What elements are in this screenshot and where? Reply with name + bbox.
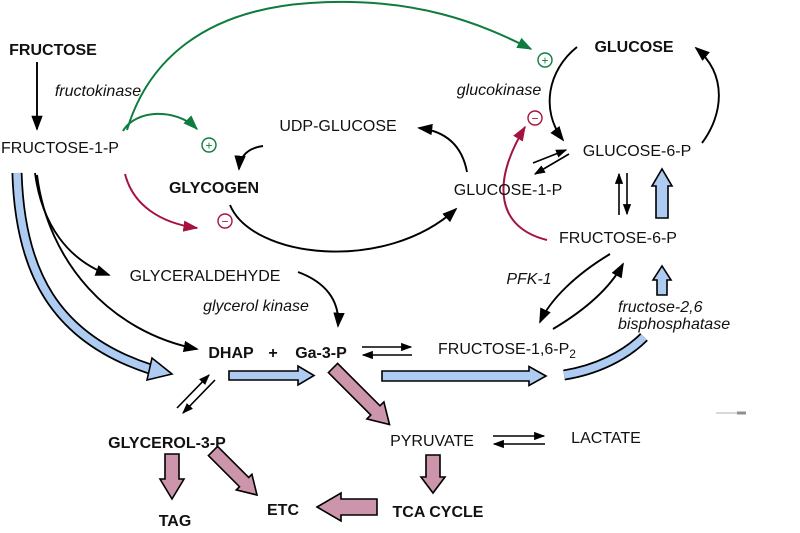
metabolite-fructose-1-p: FRUCTOSE-1-P xyxy=(1,140,119,157)
flux-arrow-f6p-to-g6p xyxy=(650,167,674,219)
metabolite-fructose-6-p: FRUCTOSE-6-P xyxy=(559,230,677,247)
metabolite-glucose: GLUCOSE xyxy=(594,39,673,56)
equilibrium-ga3p-f16p2 xyxy=(361,342,413,360)
equilibrium-pyruvate-lactate xyxy=(492,431,546,449)
metabolite-etc: ETC xyxy=(267,502,299,519)
svg-text:+: + xyxy=(541,54,548,68)
flux-arrow-triose-to-f16p2 xyxy=(381,365,548,387)
activation-symbol-glucokinase: + xyxy=(537,52,553,68)
metabolite-udp-glucose: UDP-GLUCOSE xyxy=(279,118,396,135)
metabolite-glycogen: GLYCOGEN xyxy=(169,180,259,197)
flux-arrow-ga3p-to-pyruvate xyxy=(327,362,391,426)
inhibition-arrow-f1p-to-glycogenolysis xyxy=(124,173,199,232)
metabolite-glucose-1-p: GLUCOSE-1-P xyxy=(454,182,562,199)
arrow-fructose1p-to-dhap xyxy=(36,174,199,353)
inhibition-symbol-glycogenolysis: − xyxy=(217,213,233,229)
plus-sign: + xyxy=(268,345,277,362)
arrow-f16p2-to-f6p xyxy=(552,262,624,330)
arrow-glycogen-to-glucose1p xyxy=(229,204,458,253)
svg-text:−: − xyxy=(531,112,538,126)
equilibrium-glucose6p-fructose6p xyxy=(614,172,632,216)
flux-arrow-pyruvate-to-tca xyxy=(419,454,447,495)
enzyme-f26bp-line2: bisphosphatase xyxy=(618,316,730,333)
metabolite-glucose-6-p: GLUCOSE-6-P xyxy=(583,143,691,160)
metabolite-lactate: LACTATE xyxy=(571,430,641,447)
enzyme-fructokinase: fructokinase xyxy=(55,83,141,100)
arrow-glucose1p-to-udpglucose xyxy=(417,123,468,173)
arrow-f6p-to-f16p2-pfk1 xyxy=(539,253,611,324)
metabolite-glyceraldehyde: GLYCERALDEHYDE xyxy=(130,268,281,285)
equilibrium-glucose1p-glucose6p xyxy=(532,149,570,175)
inhibition-symbol-glucokinase: − xyxy=(527,110,543,126)
arrow-glyceraldehyde-to-ga3p xyxy=(297,271,345,328)
metabolite-pyruvate: PYRUVATE xyxy=(390,433,474,450)
metabolite-tag: TAG xyxy=(159,513,192,530)
enzyme-glucokinase: glucokinase xyxy=(457,82,542,99)
metabolite-fructose: FRUCTOSE xyxy=(9,42,97,59)
flux-arrow-glycerol3p-to-etc xyxy=(207,445,259,497)
flux-band-f16p2-up xyxy=(563,333,648,381)
arrow-fructose1p-to-glyceraldehyde xyxy=(34,172,111,276)
flux-arrow-glycerol3p-to-tag xyxy=(158,453,186,501)
flux-arrow-dhap-to-ga3p xyxy=(228,364,316,387)
equilibrium-dhap-glycerol3p xyxy=(176,374,216,414)
inhibition-arrow-f6p-to-glucokinase xyxy=(502,125,548,241)
metabolite-tca-cycle: TCA CYCLE xyxy=(393,504,484,521)
metabolite-ga-3-p: Ga-3-P xyxy=(295,345,347,362)
enzyme-pfk-1: PFK-1 xyxy=(506,271,551,288)
metabolite-glycerol-3-p: GLYCEROL-3-P xyxy=(108,435,226,452)
activation-symbol-glycogen: + xyxy=(201,137,217,153)
metabolite-dhap: DHAP xyxy=(208,345,254,362)
activation-arrow-f1p-to-glucokinase xyxy=(126,0,533,131)
flux-arrow-up-to-f6p xyxy=(651,264,673,296)
flux-arrow-tca-to-etc xyxy=(315,491,378,523)
enzyme-glycerol-kinase: glycerol kinase xyxy=(203,298,309,315)
activation-arrow-f1p-to-glycogen-synthesis xyxy=(122,112,198,132)
arrow-glucose6p-to-glucose xyxy=(694,46,720,144)
svg-text:+: + xyxy=(205,139,212,153)
metabolite-fructose-1-6-p2: FRUCTOSE-1,6-P2 xyxy=(438,341,576,361)
enzyme-f26bp-line1: fructose-2,6 xyxy=(618,299,703,316)
svg-text:−: − xyxy=(221,215,228,229)
flux-arrow-f1p-to-dhap xyxy=(11,172,174,382)
arrow-udpglucose-to-glycogen xyxy=(234,145,264,171)
arrow-glucose-to-glucose6p xyxy=(548,46,578,142)
